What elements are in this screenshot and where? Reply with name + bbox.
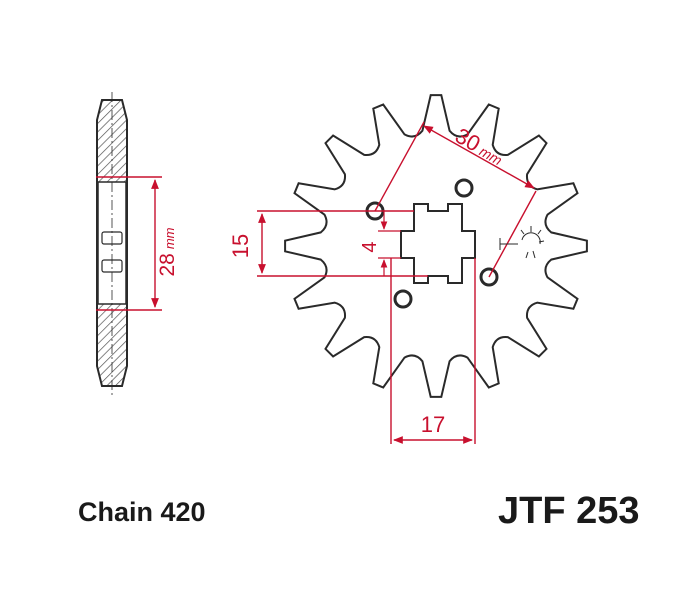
sun-symbol-icon xyxy=(499,226,545,259)
bore-height-label: 15 xyxy=(228,234,253,258)
bore-width-label: 17 xyxy=(421,412,445,437)
thickness-label: 28mm xyxy=(156,227,179,276)
bolt-hole-bottom-left xyxy=(393,289,413,309)
bolt-hole-top-right xyxy=(454,178,474,198)
chain-caption: Chain 420 xyxy=(78,497,206,527)
part-number: JTF 253 xyxy=(498,490,640,532)
keyway-dimension: 4 xyxy=(359,210,401,276)
bore-width-dimension: 17 xyxy=(390,258,476,444)
side-view xyxy=(96,92,128,396)
splined-bore xyxy=(400,203,476,284)
bore-height-dimension: 15 xyxy=(228,210,428,277)
thickness-dimension: 28mm xyxy=(96,176,179,311)
front-view xyxy=(284,94,588,398)
keyway-label: 4 xyxy=(359,241,381,252)
